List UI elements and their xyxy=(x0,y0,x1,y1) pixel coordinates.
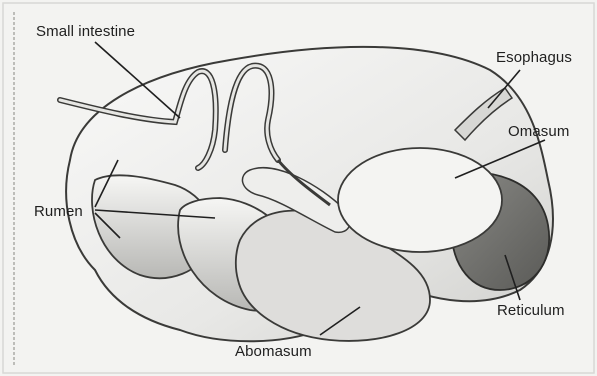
label-small-intestine: Small intestine xyxy=(36,23,135,40)
label-abomasum: Abomasum xyxy=(235,343,312,360)
label-rumen: Rumen xyxy=(34,203,83,220)
label-esophagus: Esophagus xyxy=(496,49,572,66)
label-reticulum: Reticulum xyxy=(497,302,565,319)
label-omasum: Omasum xyxy=(508,123,569,140)
omasum-organ xyxy=(338,148,502,252)
